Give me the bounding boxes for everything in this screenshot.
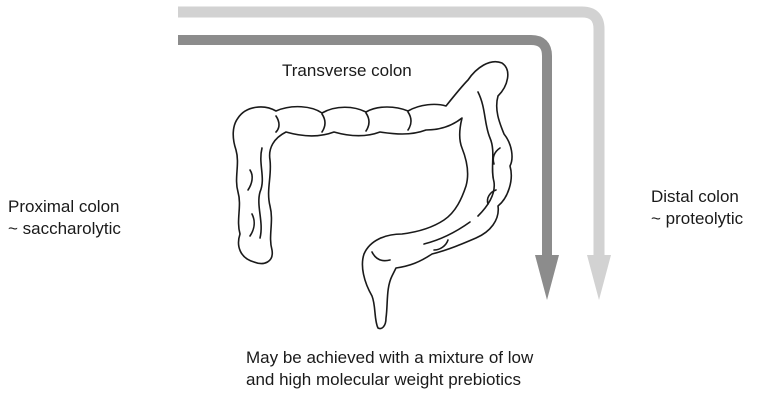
fold-line	[493, 148, 500, 164]
prebiotics-note-line2: and high molecular weight prebiotics	[246, 369, 533, 391]
fold-line	[250, 214, 254, 236]
prebiotics-note-line1: May be achieved with a mixture of low	[246, 347, 533, 369]
colon-outline-icon	[233, 62, 512, 329]
fold-line	[366, 113, 369, 131]
light-arrow-shaft	[178, 12, 599, 258]
colon-illustration	[233, 62, 512, 329]
fold-line	[259, 148, 262, 238]
dark-arrow-head	[535, 255, 559, 300]
proximal-colon-subtitle: ~ saccharolytic	[8, 218, 121, 240]
distal-colon-subtitle: ~ proteolytic	[651, 208, 743, 230]
fold-line	[408, 112, 411, 130]
fold-line	[248, 170, 252, 190]
fold-line	[372, 252, 390, 261]
fold-line	[478, 92, 494, 216]
fold-line	[322, 114, 325, 132]
fold-line	[276, 116, 279, 132]
prebiotics-note: May be achieved with a mixture of low an…	[246, 347, 533, 391]
fold-line	[434, 240, 448, 250]
proximal-colon-label: Proximal colon ~ saccharolytic	[8, 196, 121, 240]
distal-colon-label: Distal colon ~ proteolytic	[651, 186, 743, 230]
transverse-colon-label: Transverse colon	[282, 60, 412, 82]
distal-colon-title: Distal colon	[651, 186, 743, 208]
proximal-colon-title: Proximal colon	[8, 196, 121, 218]
light-arrow-head	[587, 255, 611, 300]
